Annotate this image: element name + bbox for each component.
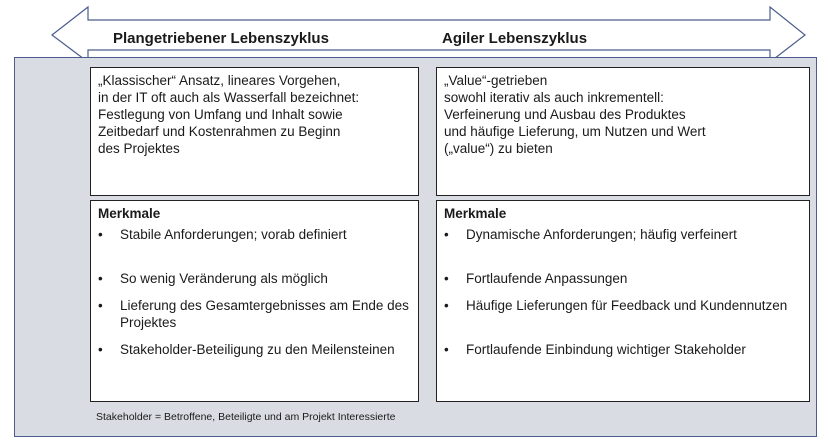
right-features-box: Merkmale • Dynamische Anforderungen; häu… <box>436 200 810 402</box>
left-intro-box: „Klassischer“ Ansatz, lineares Vorgehen,… <box>90 67 419 196</box>
left-features-title: Merkmale <box>98 206 161 221</box>
right-intro-line: „Value“-getrieben <box>444 73 548 88</box>
left-intro-line: Zeitbedarf und Kostenrahmen zu Beginn <box>98 124 341 139</box>
list-item: • Stakeholder-Beteiligung zu den Meilens… <box>98 341 411 358</box>
list-item: • Fortlaufende Anpassungen <box>444 270 802 297</box>
right-features-title: Merkmale <box>444 206 507 221</box>
bullet-icon: • <box>98 271 103 286</box>
right-features-list: • Dynamische Anforderungen; häufig verfe… <box>444 226 802 358</box>
bullet-icon: • <box>98 298 103 313</box>
header-agile: Agiler Lebenszyklus <box>442 30 588 47</box>
feature-text: Fortlaufende Einbindung wichtiger Stakeh… <box>466 342 746 357</box>
right-intro-line: und häufige Lieferung, um Nutzen und Wer… <box>444 124 706 139</box>
left-features-list: • Stabile Anforderungen; vorab definiert… <box>98 226 411 358</box>
feature-text: Stakeholder-Beteiligung zu den Meilenste… <box>120 342 395 357</box>
bullet-icon: • <box>444 227 449 242</box>
right-intro-line: sowohl iterativ als auch inkrementell: <box>444 90 664 105</box>
feature-text: Stabile Anforderungen; vorab definiert <box>120 227 347 242</box>
right-intro-line: Verfeinerung und Ausbau des Produktes <box>444 107 686 122</box>
left-intro-line: „Klassischer“ Ansatz, lineares Vorgehen, <box>98 73 341 88</box>
list-item: • Lieferung des Gesamtergebnisses am End… <box>98 297 411 341</box>
left-intro-line: des Projektes <box>98 141 180 156</box>
right-intro-box: „Value“-getrieben sowohl iterativ als au… <box>436 67 810 196</box>
list-item: • So wenig Veränderung als möglich <box>98 270 411 297</box>
list-item: • Dynamische Anforderungen; häufig verfe… <box>444 226 802 270</box>
bullet-icon: • <box>98 227 103 242</box>
feature-text: Dynamische Anforderungen; häufig verfein… <box>466 227 737 242</box>
right-intro-line: („value“) zu bieten <box>444 141 553 156</box>
left-intro-line: Festlegung von Umfang und Inhalt sowie <box>98 107 343 122</box>
feature-text: Lieferung des Gesamtergebnisses am Ende … <box>120 298 409 330</box>
list-item: • Stabile Anforderungen; vorab definiert <box>98 226 411 270</box>
bullet-icon: • <box>444 271 449 286</box>
header-plan-driven: Plangetriebener Lebenszyklus <box>113 30 329 47</box>
list-item: • Häufige Lieferungen für Feedback und K… <box>444 297 802 341</box>
bullet-icon: • <box>444 298 449 313</box>
feature-text: Häufige Lieferungen für Feedback und Kun… <box>466 298 788 313</box>
footnote: Stakeholder = Betroffene, Beteiligte und… <box>96 411 396 423</box>
left-intro-line: in der IT oft auch als Wasserfall bezeic… <box>98 90 360 105</box>
feature-text: Fortlaufende Anpassungen <box>466 271 628 286</box>
feature-text: So wenig Veränderung als möglich <box>120 271 328 286</box>
bullet-icon: • <box>444 342 449 357</box>
bullet-icon: • <box>98 342 103 357</box>
double-arrow-outline <box>51 5 806 64</box>
left-features-box: Merkmale • Stabile Anforderungen; vorab … <box>90 200 419 402</box>
list-item: • Fortlaufende Einbindung wichtiger Stak… <box>444 341 802 358</box>
